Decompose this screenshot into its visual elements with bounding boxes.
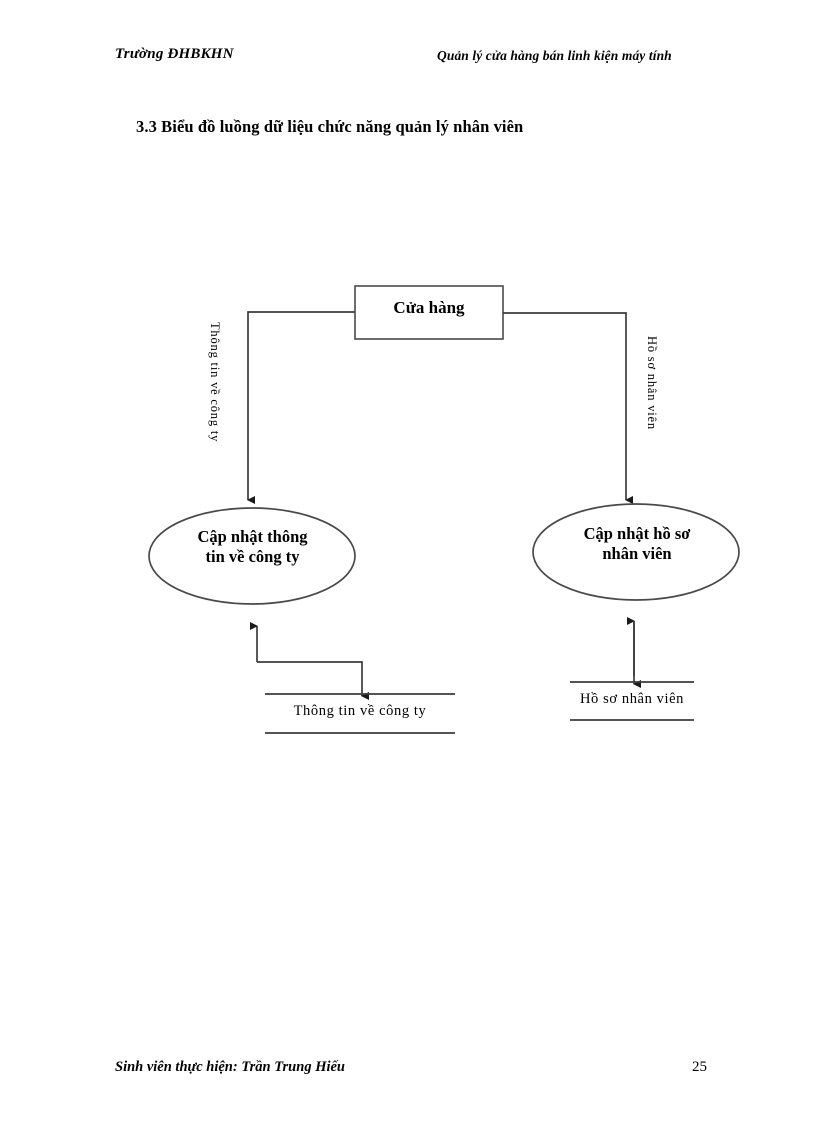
process-ellipse-right — [532, 503, 740, 601]
data-store-label-company-info: Thông tin về công ty — [293, 703, 427, 719]
header-right-text: Quản lý cửa hàng bán linh kiện máy tính — [437, 48, 672, 63]
external-entity-label: Cửa hàng — [393, 298, 465, 317]
page-number: 25 — [692, 1059, 707, 1075]
process-ellipse-left — [148, 507, 356, 605]
page-title: 3.3 Biểu đồ luồng dữ liệu chức năng quản… — [136, 117, 524, 136]
process-label-update-company-info: Cập nhật thông tin về công ty — [150, 527, 355, 567]
flow-label-employee-record: Hồ sơ nhân viên — [645, 336, 659, 430]
process-label-line-2: tin về công ty — [205, 547, 300, 567]
external-entity-box — [354, 285, 504, 340]
process-label-update-employee-record: Cập nhật hồ sơ nhân viên — [532, 524, 742, 564]
process-label-line-1: Cập nhật hồ sơ — [583, 524, 691, 543]
flow-label-company-info: Thông tin về công ty — [208, 322, 222, 443]
store-flow-left-down — [257, 661, 369, 700]
header-left-text: Trường ĐHBKHN — [115, 46, 234, 62]
process-label-line-1: Cập nhật thông — [197, 527, 308, 546]
footer-author-text: Sinh viên thực hiện: Trần Trung Hiếu — [115, 1059, 345, 1075]
flow-line-company-info — [247, 311, 355, 504]
data-store-label-employee-record: Hồ sơ nhân viên — [579, 691, 685, 707]
process-label-line-2: nhân viên — [602, 544, 672, 564]
flow-line-employee-record — [503, 312, 633, 504]
